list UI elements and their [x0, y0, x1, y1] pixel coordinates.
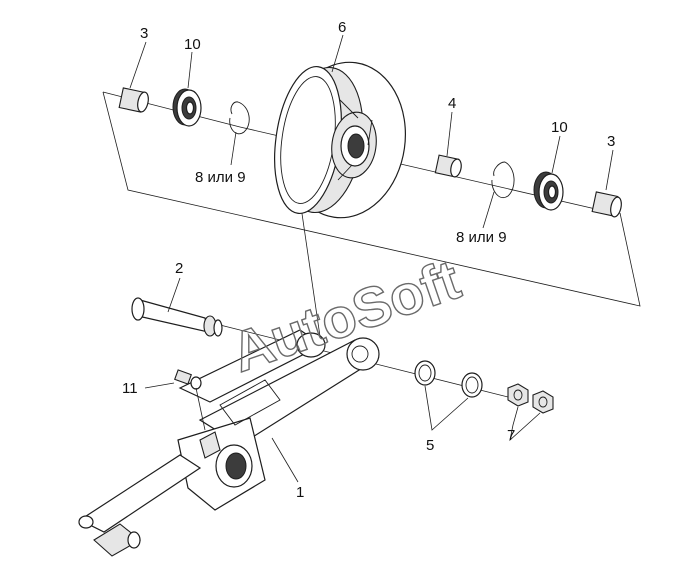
- tension-arm-1: [78, 329, 380, 557]
- washers-5: [414, 360, 483, 398]
- callout-7: 7: [507, 427, 515, 444]
- grease-fitting-11: [174, 369, 206, 431]
- axle-pin-2: [131, 297, 223, 337]
- callout-3-right: 3: [607, 133, 615, 150]
- retaining-ring-left: [229, 101, 250, 135]
- callout-5: 5: [426, 437, 434, 454]
- pulley-wheel-6: [274, 61, 406, 219]
- callout-10-right: 10: [551, 119, 568, 136]
- spacer-4: [434, 154, 462, 178]
- callout-8-or-9-left: 8 или 9: [195, 169, 246, 186]
- callout-10-top-left: 10: [184, 36, 201, 53]
- callout-labels: 3 10 6 4 10 3 8 или 9 8 или 9 2 11 1 5 7: [122, 19, 615, 501]
- callout-1: 1: [296, 484, 304, 501]
- bushing-3-left: [118, 87, 149, 113]
- bearing-10-left: [172, 88, 202, 127]
- callout-3-top-left: 3: [140, 25, 148, 42]
- callout-leader-lines: [129, 34, 614, 483]
- bearing-10-right: [533, 171, 564, 211]
- callout-8-or-9-right: 8 или 9: [456, 229, 507, 246]
- callout-11: 11: [122, 380, 138, 397]
- retaining-ring-right: [491, 161, 515, 198]
- callout-6: 6: [338, 19, 346, 36]
- callout-2: 2: [175, 260, 183, 277]
- callout-4: 4: [448, 95, 456, 112]
- bushing-3-right: [591, 191, 622, 218]
- nuts-7: [507, 383, 554, 414]
